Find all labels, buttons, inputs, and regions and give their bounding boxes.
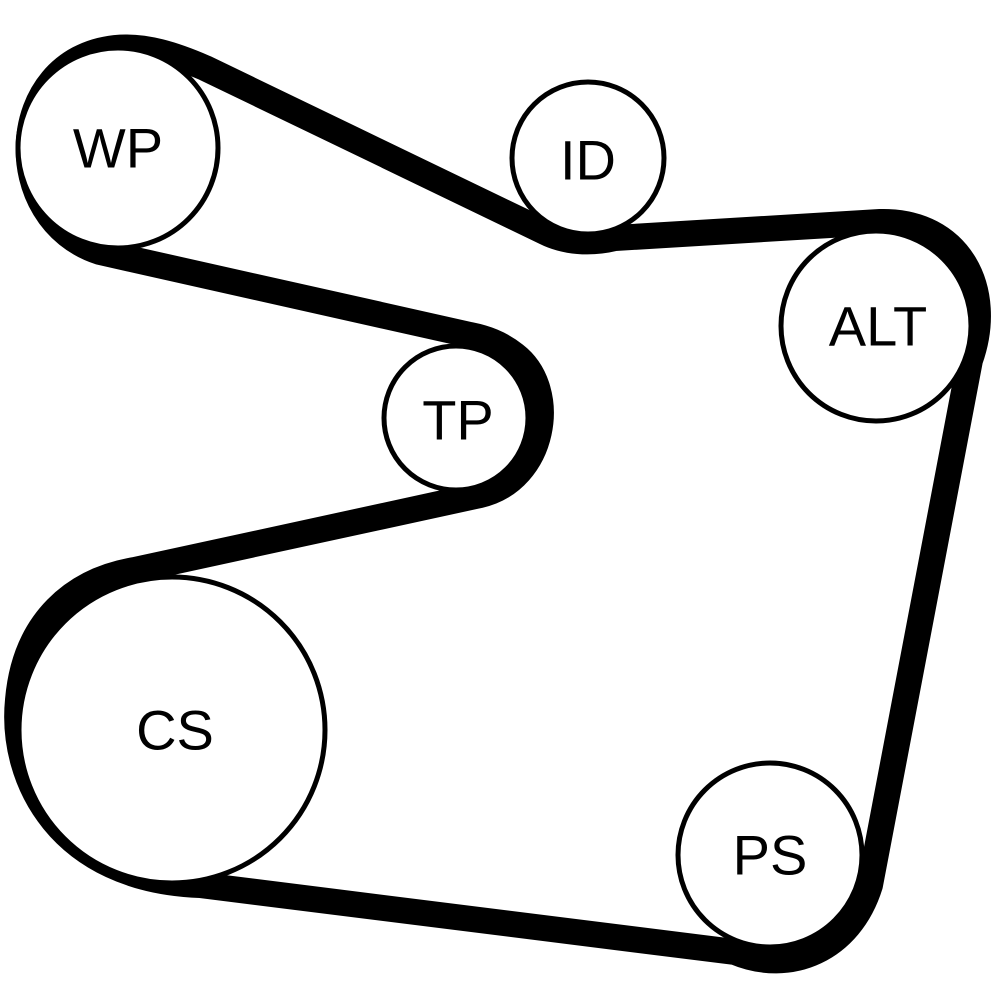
pulley-cs-circle — [16, 574, 328, 886]
pulley-id-label: ID — [560, 129, 616, 192]
pulley-id: ID — [509, 79, 667, 237]
pulley-id-circle — [509, 79, 667, 237]
pulley-alt-label: ALT — [829, 295, 928, 358]
pulley-tp-circle — [381, 343, 531, 493]
pulley-cs: CS — [16, 574, 328, 886]
pulley-tp-label: TP — [422, 389, 494, 452]
pulley-ps-circle — [675, 760, 865, 950]
pulley-ps-label: PS — [733, 824, 808, 887]
pulley-alt-circle — [778, 228, 974, 424]
pulley-cs-label: CS — [136, 699, 214, 762]
pulley-alt: ALT — [778, 228, 974, 424]
pulley-wp-label: WP — [73, 117, 163, 180]
pulley-wp: WP — [15, 45, 221, 251]
pulley-wp-circle — [15, 45, 221, 251]
pulley-tp: TP — [381, 343, 531, 493]
pulley-ps: PS — [675, 760, 865, 950]
